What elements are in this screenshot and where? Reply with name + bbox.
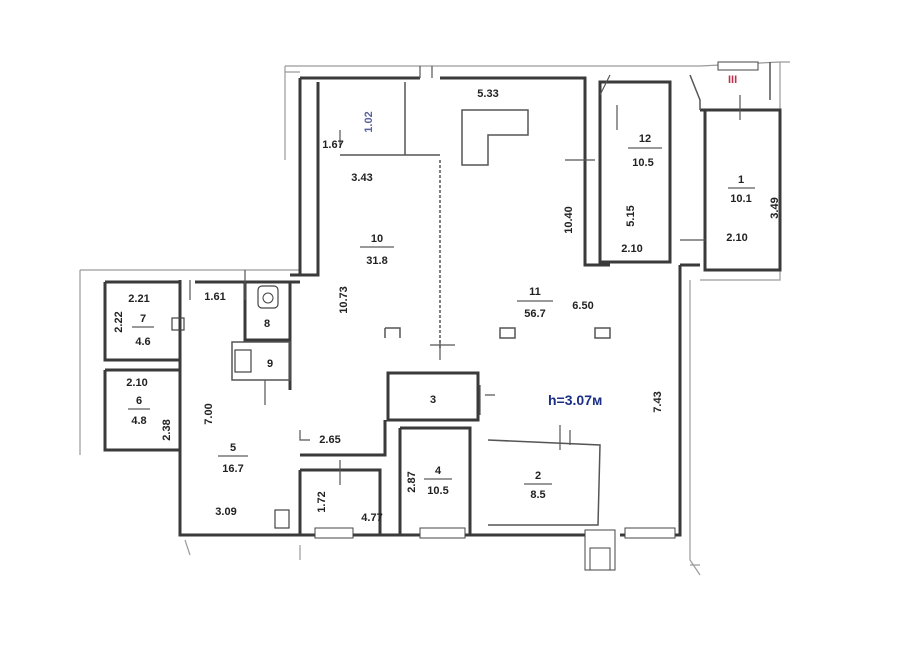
room-1-area: 10.1 [730, 193, 751, 205]
dim-2-22: 2.22 [113, 311, 125, 332]
dim-2-21: 2.21 [128, 293, 149, 305]
dim-2-10-room1: 2.10 [726, 232, 747, 244]
room-11-number: 11 [529, 286, 541, 298]
room-3-number: 3 [430, 394, 436, 406]
dim-1-67: 1.67 [322, 139, 343, 151]
fixtures [171, 95, 741, 529]
toilet-icon [257, 285, 279, 309]
dim-2-65: 2.65 [319, 434, 340, 446]
sink-icon [234, 349, 252, 373]
dim-2-10-room12: 2.10 [621, 243, 642, 255]
dim-2-38: 2.38 [161, 419, 173, 440]
dim-1-61: 1.61 [204, 291, 225, 303]
main-walls [103, 62, 782, 537]
ceiling-height-label: h=3.07м [548, 392, 602, 408]
dim-10-40: 10.40 [563, 206, 575, 234]
room-8-number: 8 [264, 318, 270, 330]
dim-1-02: 1.02 [363, 111, 375, 132]
room-6-area: 4.8 [131, 415, 146, 427]
dim-2-10-room6: 2.10 [126, 377, 147, 389]
room-9-number: 9 [267, 358, 273, 370]
room-4-area: 10.5 [427, 485, 448, 497]
room-6-number: 6 [136, 395, 142, 407]
dim-10-73: 10.73 [338, 286, 350, 314]
room-10-area: 31.8 [366, 255, 387, 267]
dim-7-43: 7.43 [652, 391, 664, 412]
support-column [171, 317, 185, 331]
dim-1-72: 1.72 [316, 491, 328, 512]
room-5-number: 5 [230, 442, 236, 454]
dim-6-50: 6.50 [572, 300, 593, 312]
outer-context-lines [79, 61, 790, 576]
room-2-number: 2 [535, 470, 541, 482]
stair-marker: III [728, 74, 737, 86]
room-12-number: 12 [639, 133, 651, 145]
room-10-number: 10 [371, 233, 383, 245]
room-11-area: 56.7 [524, 308, 545, 320]
sink-icon [274, 509, 290, 529]
room-1-number: 1 [738, 174, 744, 186]
room-7-number: 7 [140, 313, 146, 325]
dim-3-09: 3.09 [215, 506, 236, 518]
windows [314, 61, 759, 571]
room-4-number: 4 [435, 465, 442, 477]
dim-5-15: 5.15 [625, 205, 637, 226]
room-5-area: 16.7 [222, 463, 243, 475]
dim-5-33: 5.33 [477, 88, 498, 100]
dim-3-49: 3.49 [769, 197, 781, 218]
dim-7-00: 7.00 [203, 403, 215, 424]
dim-4-77: 4.77 [361, 512, 382, 524]
room-7-area: 4.6 [135, 336, 150, 348]
room-12-area: 10.5 [632, 157, 653, 169]
dim-2-87: 2.87 [406, 471, 418, 492]
room-2-area: 8.5 [530, 489, 545, 501]
dim-3-43: 3.43 [351, 172, 372, 184]
